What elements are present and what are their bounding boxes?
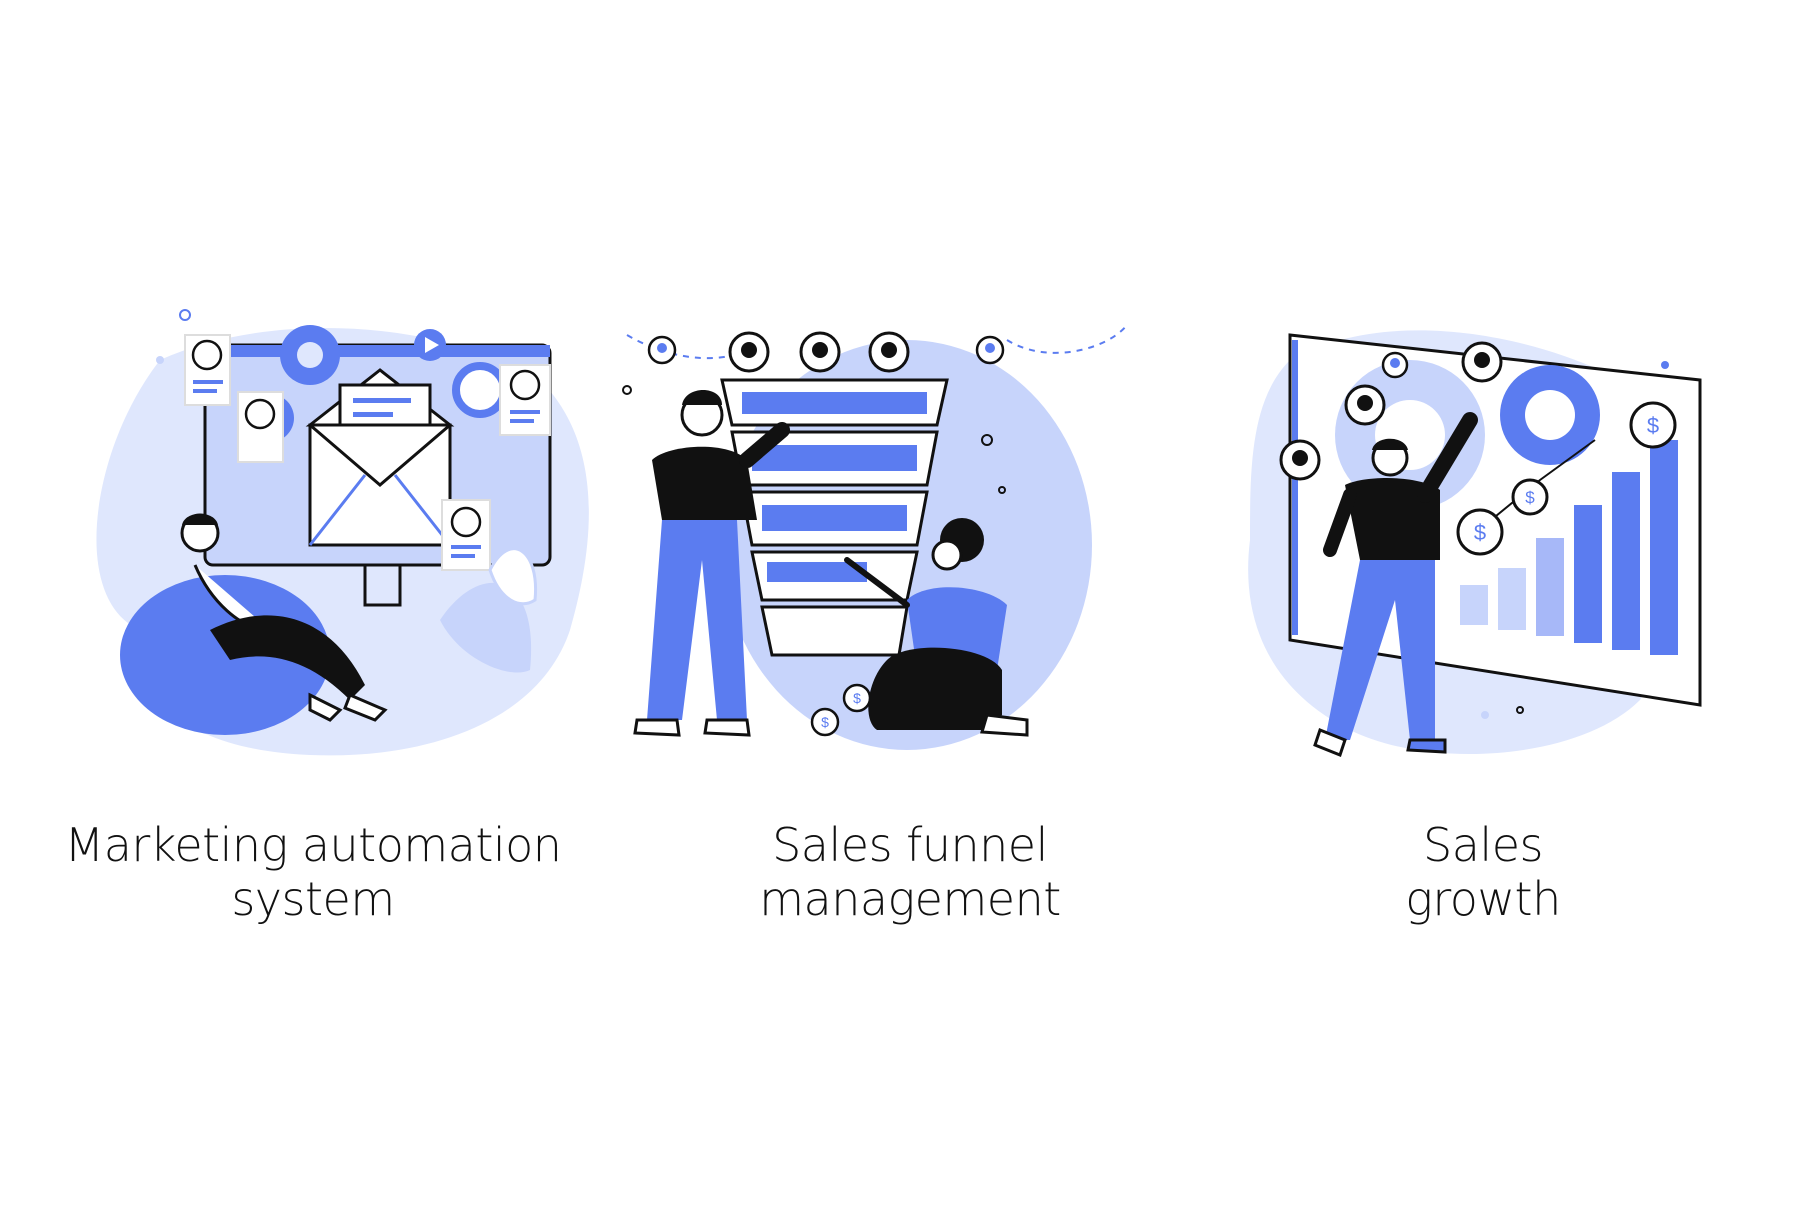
contact-card-icon	[184, 334, 231, 406]
bar-chart-icon	[1460, 440, 1678, 655]
gear-icon	[452, 362, 508, 418]
avatar-icon	[975, 335, 1005, 365]
caption-line-2: system	[231, 872, 395, 926]
contact-card-icon	[499, 364, 551, 436]
dollar-coin-icon: $	[1456, 508, 1504, 556]
dollar-coin-icon: $	[810, 707, 840, 737]
dollar-coin-icon: $	[1629, 401, 1677, 449]
beanbag-person	[180, 513, 388, 722]
caption-marketing-automation: Marketing automation system	[10, 818, 616, 926]
avatar-icon	[1344, 384, 1386, 426]
kneeling-person	[844, 518, 1029, 737]
panel-marketing-automation: Marketing automation system	[10, 0, 616, 1213]
dollar-coin-icon: $	[1511, 478, 1549, 516]
beanbag	[120, 575, 330, 735]
sales-growth-illustration: $ $ $	[1248, 330, 1702, 757]
caption-line-1: Sales	[1423, 818, 1543, 872]
dollar-symbol: $	[1647, 413, 1659, 438]
funnel-icon	[720, 378, 949, 657]
gear-icon	[280, 325, 340, 385]
dollar-symbol: $	[821, 714, 829, 730]
plant-leaf	[440, 582, 532, 673]
avatar-icon	[1461, 341, 1503, 383]
caption-line-2: growth	[1405, 872, 1561, 926]
avatar-icon	[647, 335, 677, 365]
marketing-automation-illustration	[96, 309, 589, 756]
contact-card-icon	[237, 391, 284, 463]
dollar-symbol: $	[1474, 520, 1486, 545]
play-icon	[414, 329, 446, 361]
avatar-icon	[799, 331, 841, 373]
dollar-coin-icon: $	[842, 683, 872, 713]
caption-sales-growth: Sales growth	[1180, 818, 1786, 926]
avatar-icon	[868, 331, 910, 373]
panel-sales-growth: $ $ $ Sales growth	[1180, 0, 1786, 1213]
avatar-icon	[1279, 439, 1321, 481]
dollar-symbol: $	[1525, 488, 1535, 507]
avatar-icon	[728, 331, 770, 373]
panel-sales-funnel: $ $ Sales funnel management	[607, 0, 1213, 1213]
standing-person	[633, 390, 790, 737]
plant-leaf	[488, 547, 538, 606]
caption-line-1: Sales funnel	[772, 818, 1048, 872]
caption-line-2: management	[759, 872, 1061, 926]
gear-icon	[1500, 365, 1600, 465]
caption-line-1: Marketing automation	[64, 818, 562, 872]
contact-card-icon	[441, 499, 491, 571]
caption-sales-funnel: Sales funnel management	[607, 818, 1213, 926]
dollar-symbol: $	[853, 690, 861, 706]
sales-funnel-illustration: $ $	[622, 324, 1128, 750]
standing-person	[1313, 412, 1478, 757]
envelope-icon	[305, 368, 455, 547]
avatar-icon	[1381, 351, 1409, 379]
